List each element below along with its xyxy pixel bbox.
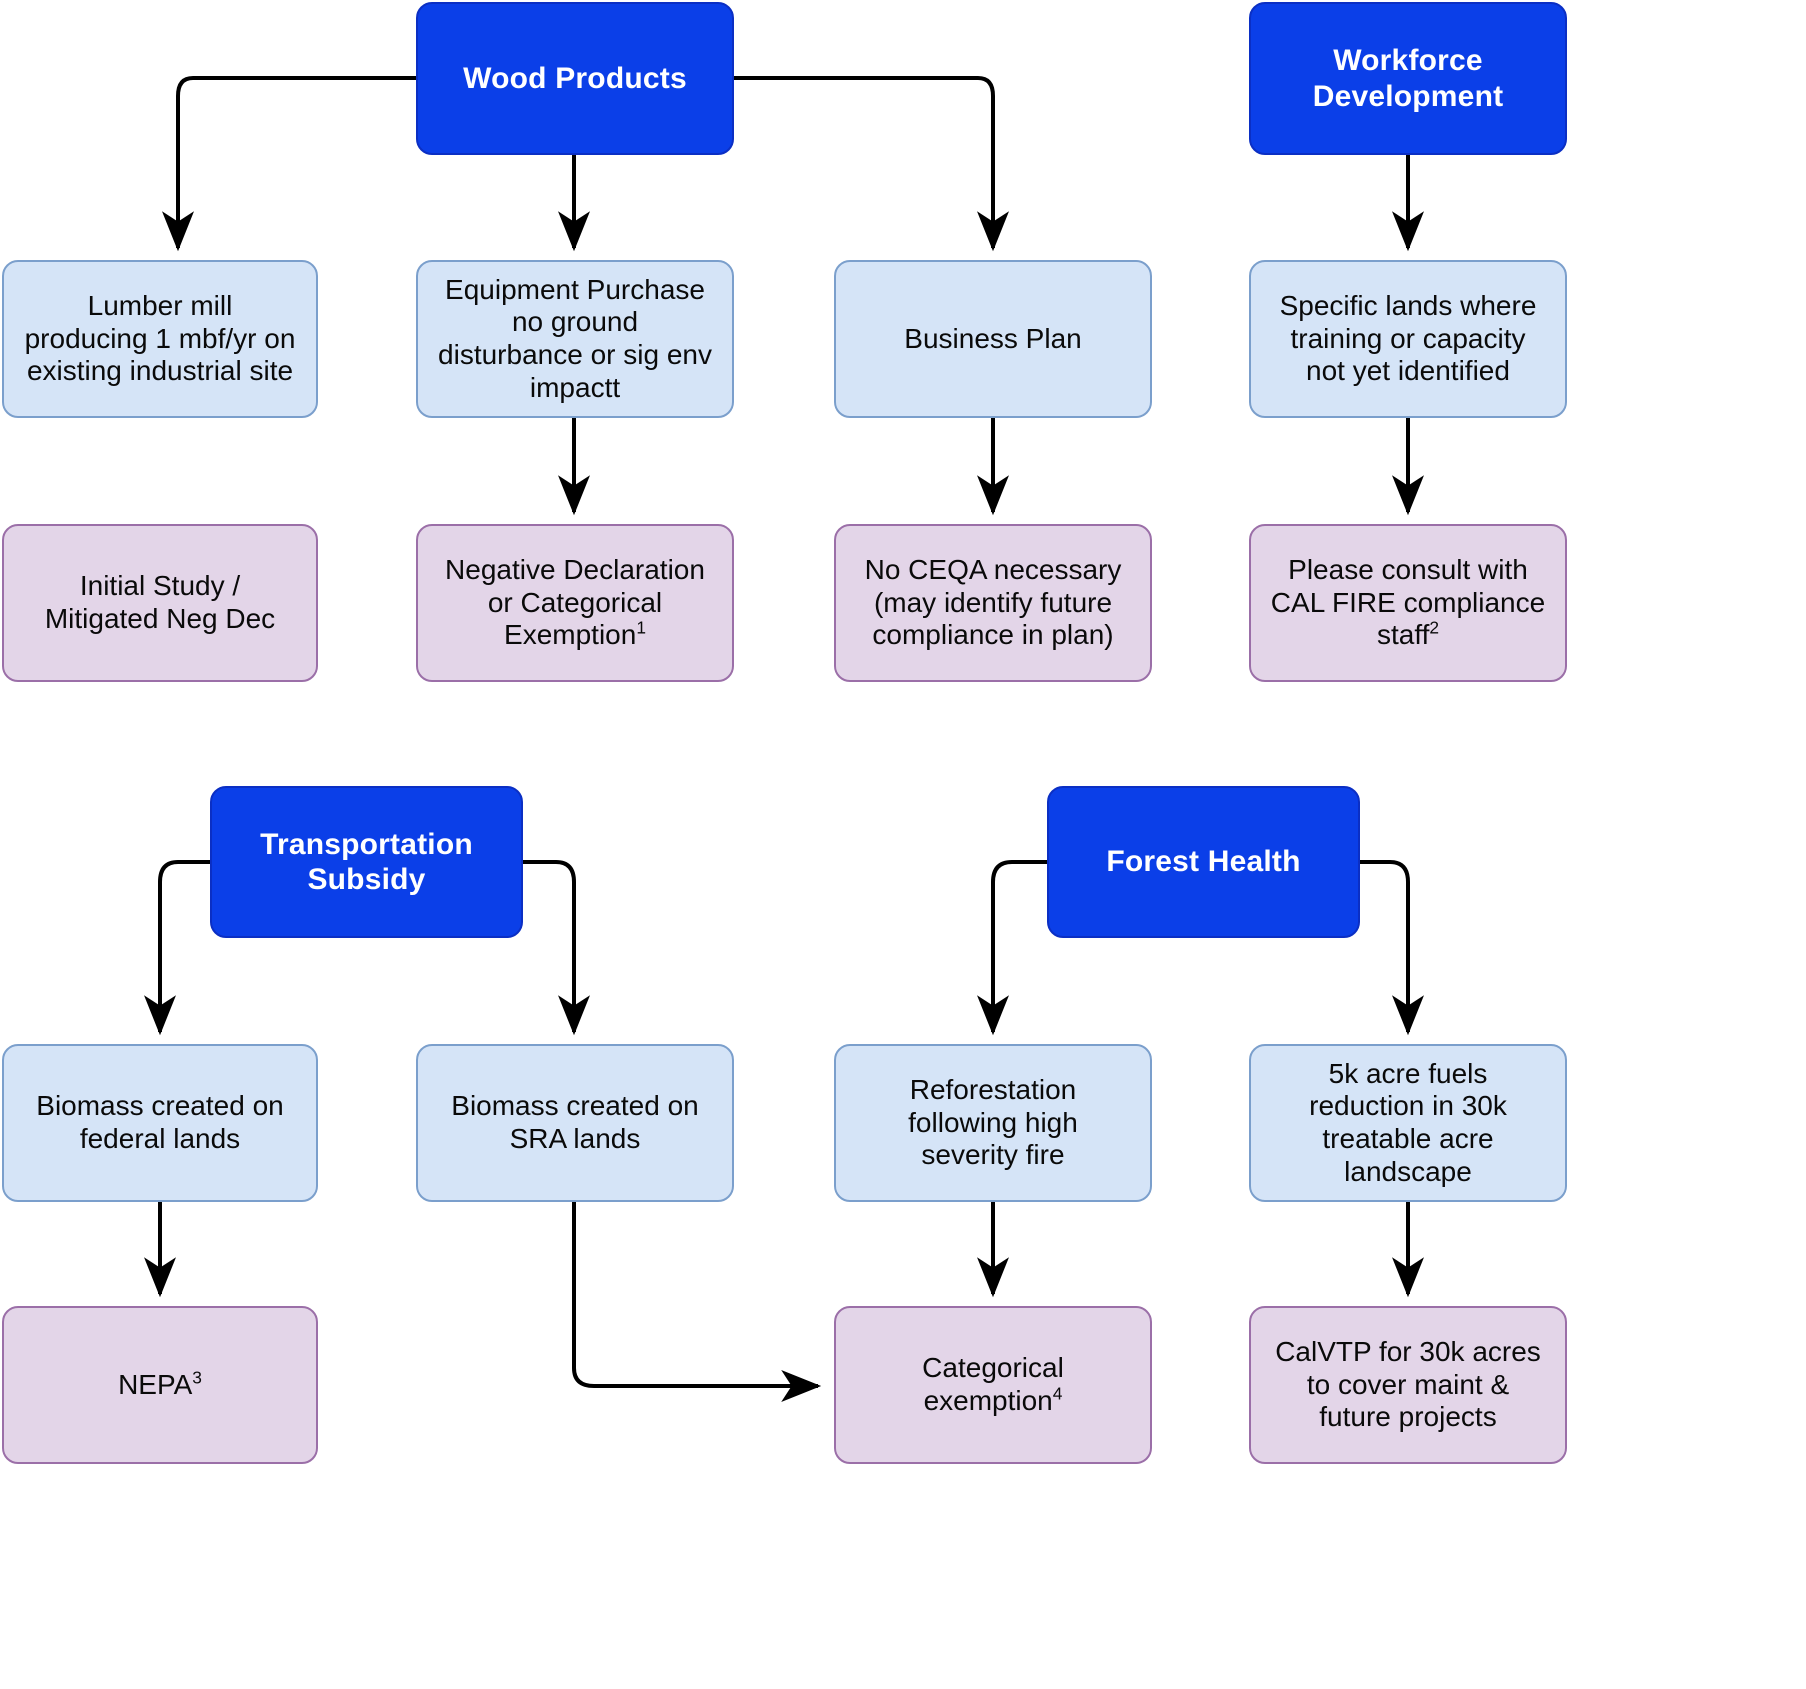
node-nepa-label: NEPA3	[110, 1369, 210, 1402]
edge-forest-to-fuels	[1360, 860, 1424, 1036]
edge-wood-to-lumber	[162, 76, 416, 252]
node-lumber-mill-label: Lumber mill producing 1 mbf/yr on existi…	[24, 289, 296, 387]
node-specific-lands[interactable]: Specific lands where training or capacit…	[1249, 260, 1567, 418]
node-calvtp-label: CalVTP for 30k acres to cover maint & fu…	[1275, 1335, 1541, 1433]
edge-transport-to-sra	[523, 860, 590, 1036]
footnote-marker-4: 4	[1052, 1383, 1063, 1404]
node-consult-calfire-label: Please consult with CAL FIRE compliance …	[1263, 554, 1553, 652]
node-reforestation-label: Reforestation following high severity fi…	[908, 1073, 1078, 1171]
node-wood-products-label: Wood Products	[463, 61, 687, 95]
footnote-marker-1: 1	[636, 618, 646, 639]
node-nepa[interactable]: NEPA3	[2, 1306, 318, 1464]
node-biomass-sra[interactable]: Biomass created on SRA lands	[416, 1044, 734, 1202]
edge-forest-to-reforest	[977, 860, 1047, 1036]
node-consult-calfire-text: Please consult with CAL FIRE compliance …	[1270, 553, 1546, 651]
node-equipment-purchase[interactable]: Equipment Purchase no ground disturbance…	[416, 260, 734, 418]
node-reforestation[interactable]: Reforestation following high severity fi…	[834, 1044, 1152, 1202]
node-negative-declaration-text: Negative Declaration or Categorical Exem…	[445, 553, 705, 651]
node-calvtp[interactable]: CalVTP for 30k acres to cover maint & fu…	[1249, 1306, 1567, 1464]
node-forest-health[interactable]: Forest Health	[1047, 786, 1360, 938]
node-initial-study[interactable]: Initial Study / Mitigated Neg Dec	[2, 524, 318, 682]
node-business-plan-label: Business Plan	[904, 322, 1082, 354]
node-transportation-subsidy-label: Transportation Subsidy	[260, 827, 473, 896]
node-categorical-exemption[interactable]: Categorical exemption4	[834, 1306, 1152, 1464]
node-workforce-development[interactable]: Workforce Development	[1249, 2, 1567, 155]
node-consult-calfire[interactable]: Please consult with CAL FIRE compliance …	[1249, 524, 1567, 682]
node-biomass-sra-label: Biomass created on SRA lands	[451, 1090, 699, 1154]
node-negative-declaration[interactable]: Negative Declaration or Categorical Exem…	[416, 524, 734, 682]
node-no-ceqa-label: No CEQA necessary (may identify future c…	[864, 553, 1122, 651]
node-categorical-exemption-label: Categorical exemption4	[914, 1352, 1072, 1418]
node-categorical-exemption-text: Categorical exemption	[922, 1352, 1064, 1416]
node-negative-declaration-label: Negative Declaration or Categorical Exem…	[437, 554, 713, 652]
node-biomass-federal[interactable]: Biomass created on federal lands	[2, 1044, 318, 1202]
node-fuels-reduction-label: 5k acre fuels reduction in 30k treatable…	[1309, 1057, 1507, 1187]
node-transportation-subsidy[interactable]: Transportation Subsidy	[210, 786, 523, 938]
edge-transport-to-federal	[144, 860, 210, 1036]
edge-wood-to-business	[733, 76, 1009, 252]
node-wood-products[interactable]: Wood Products	[416, 2, 734, 155]
node-equipment-purchase-label: Equipment Purchase no ground disturbance…	[438, 273, 712, 403]
node-fuels-reduction[interactable]: 5k acre fuels reduction in 30k treatable…	[1249, 1044, 1567, 1202]
node-nepa-text: NEPA	[118, 1368, 193, 1400]
node-lumber-mill[interactable]: Lumber mill producing 1 mbf/yr on existi…	[2, 260, 318, 418]
footnote-marker-3: 3	[192, 1367, 202, 1388]
node-initial-study-label: Initial Study / Mitigated Neg Dec	[44, 570, 276, 634]
node-workforce-development-label: Workforce Development	[1312, 44, 1504, 113]
edge-sra-to-catex	[572, 1200, 822, 1402]
node-business-plan[interactable]: Business Plan	[834, 260, 1152, 418]
footnote-marker-2: 2	[1429, 618, 1440, 639]
node-forest-health-label: Forest Health	[1106, 845, 1301, 879]
node-specific-lands-label: Specific lands where training or capacit…	[1279, 289, 1537, 387]
node-biomass-federal-label: Biomass created on federal lands	[36, 1090, 284, 1154]
node-no-ceqa[interactable]: No CEQA necessary (may identify future c…	[834, 524, 1152, 682]
